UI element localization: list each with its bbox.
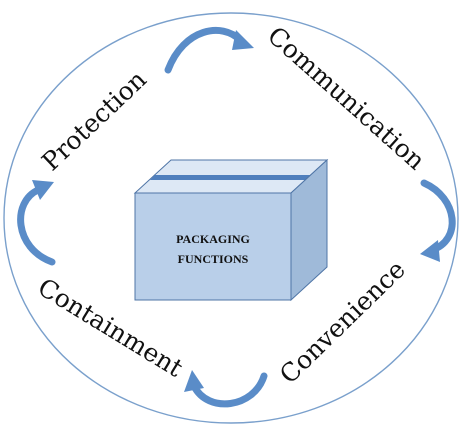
arrow-communication-to-convenience bbox=[420, 179, 456, 262]
box-front-face bbox=[134, 192, 292, 301]
arrow-convenience-to-containment bbox=[184, 370, 268, 408]
packaging-box: PACKAGING FUNCTIONS bbox=[133, 158, 329, 302]
box-label-line1: PACKAGING bbox=[176, 232, 250, 246]
outer-ring bbox=[3, 12, 459, 424]
function-label-protection: Protection bbox=[36, 65, 152, 177]
arrow-protection-to-communication bbox=[164, 26, 254, 74]
box-tape bbox=[150, 175, 311, 180]
arrow-containment-to-protection bbox=[17, 180, 56, 266]
function-label-communication: Communication bbox=[262, 21, 431, 176]
box-label-line2: FUNCTIONS bbox=[178, 252, 249, 266]
